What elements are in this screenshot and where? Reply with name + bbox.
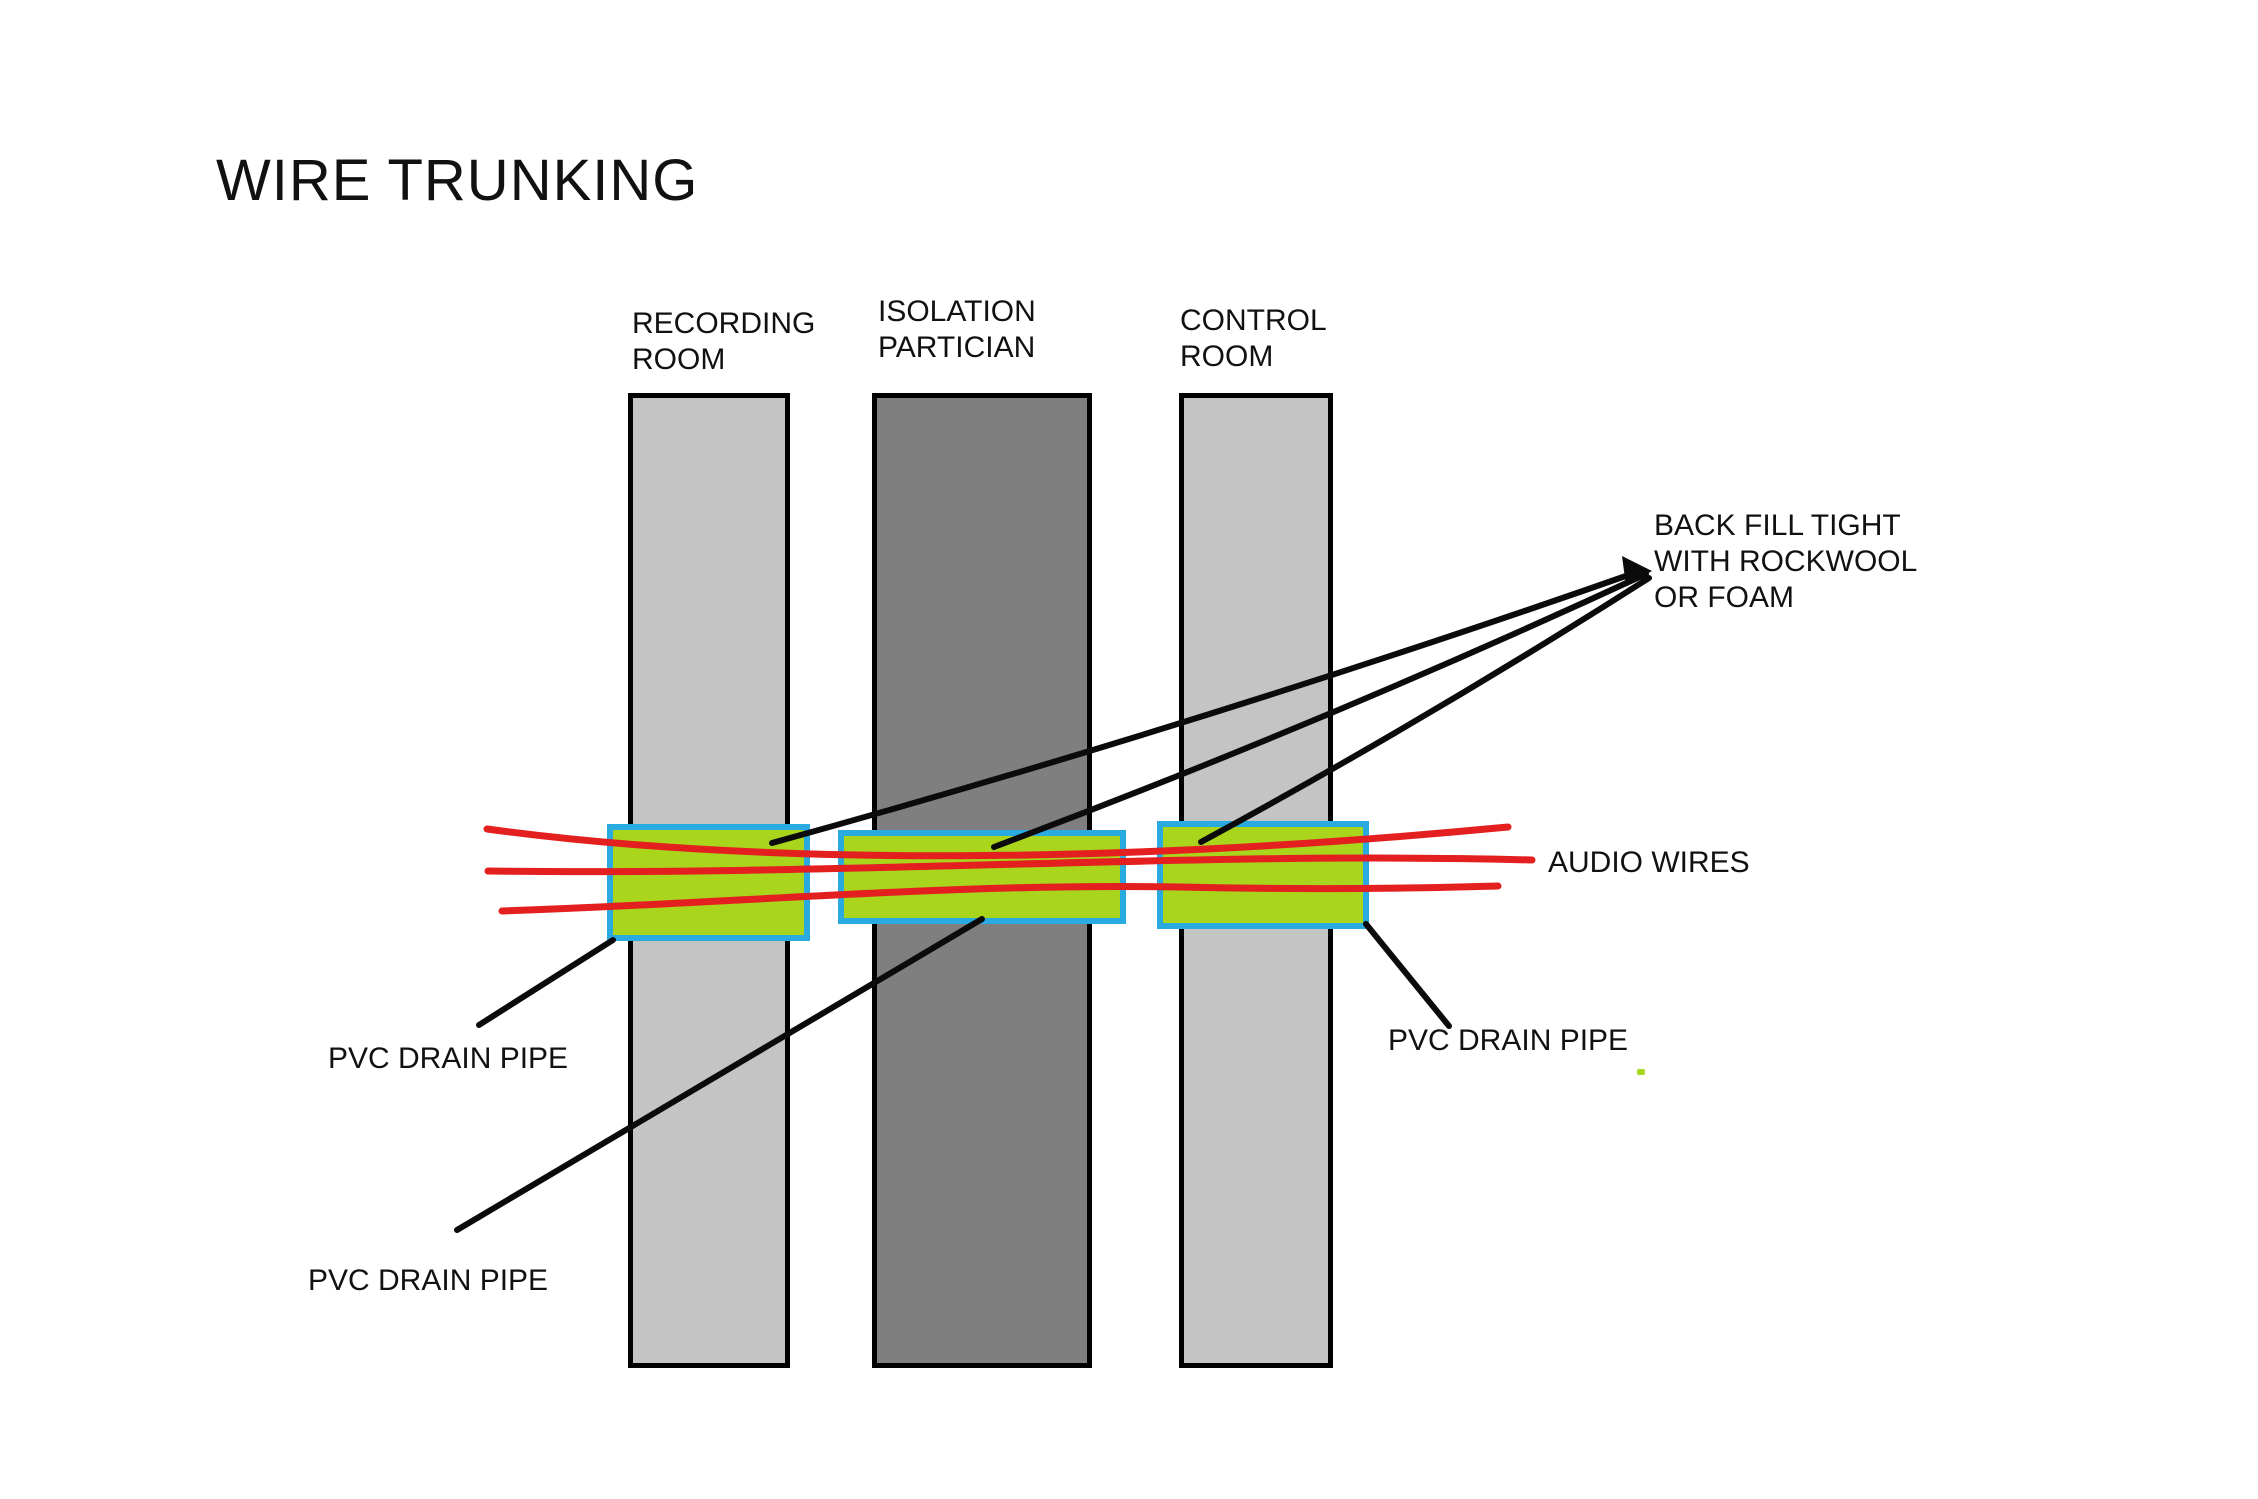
wall-label-isolation-partician: ISOLATION PARTICIAN — [878, 295, 1036, 364]
stray-paint-dot — [1637, 1069, 1645, 1075]
leader-pvc-left — [476, 937, 616, 1028]
pvc-drain-pipe-note-bottom: PVC DRAIN PIPE — [308, 1264, 549, 1297]
wall-label-control-room: CONTROL ROOM — [1180, 304, 1327, 373]
pvc-drain-pipe-note-left: PVC DRAIN PIPE — [328, 1042, 569, 1075]
trunking-box-control-wall — [1157, 821, 1369, 929]
backfill-note: BACK FILL TIGHT WITH ROCKWOOL OR FOAM — [1654, 509, 1918, 614]
audio-wires-note: AUDIO WIRES — [1548, 846, 1750, 879]
pvc-drain-pipe-note-right: PVC DRAIN PIPE — [1388, 1024, 1629, 1057]
trunking-box-isolation-wall — [838, 830, 1126, 924]
wall-label-recording-room: RECORDING ROOM — [632, 307, 816, 376]
leader-pvc-right — [1363, 921, 1452, 1029]
leader-convergence-tip — [1622, 556, 1652, 586]
page-title: WIRE TRUNKING — [216, 148, 699, 213]
trunking-box-recording-wall — [607, 824, 810, 941]
